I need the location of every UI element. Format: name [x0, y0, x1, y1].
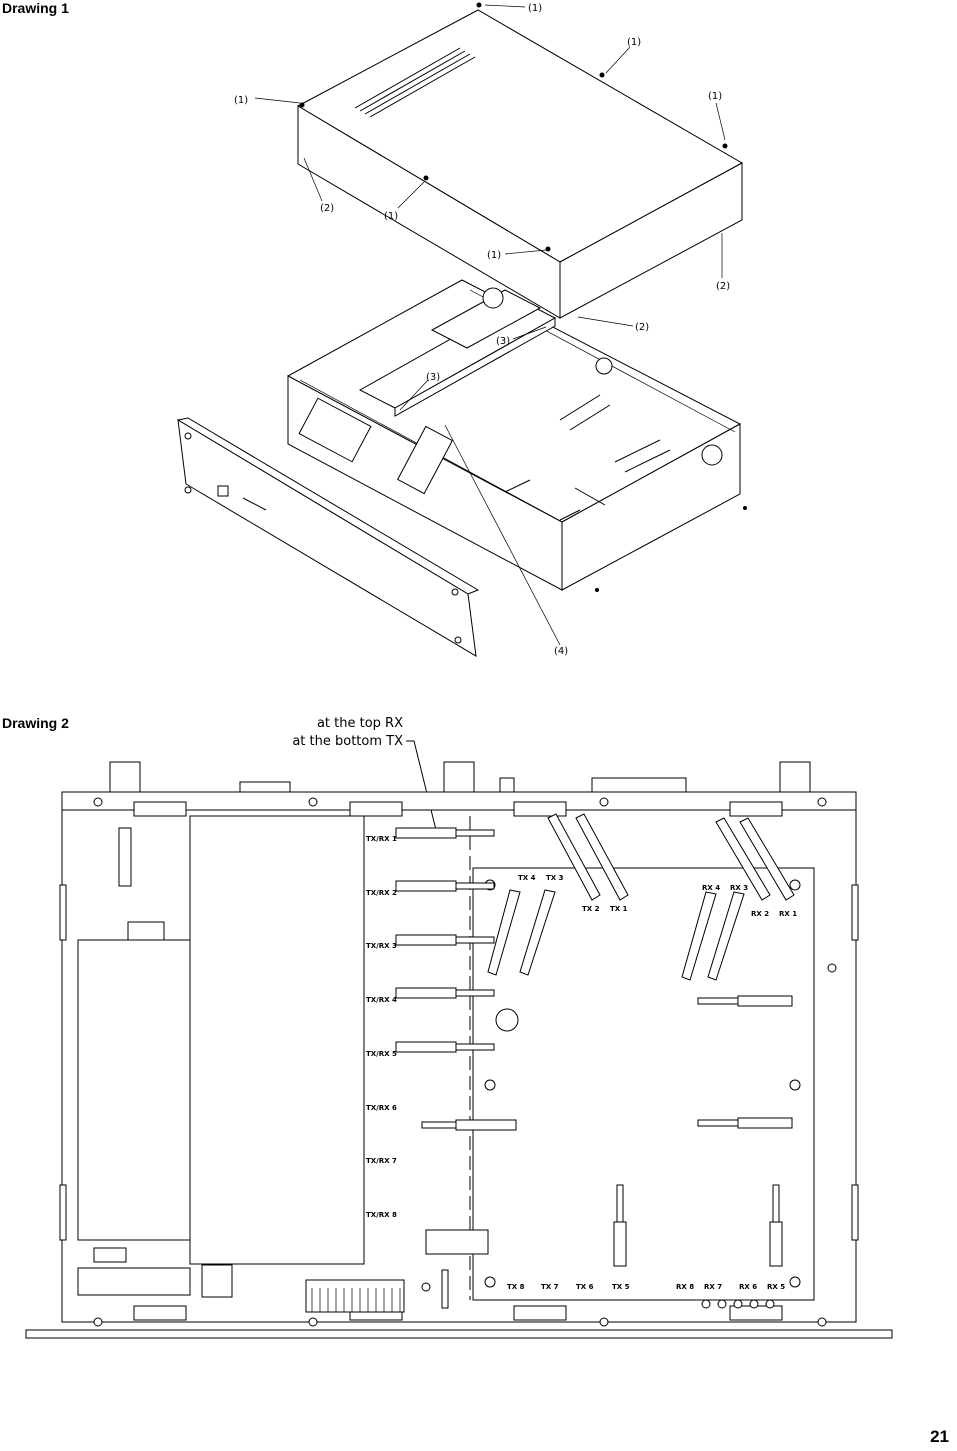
board-label: TX 4 — [518, 874, 536, 882]
chassis-base — [286, 279, 742, 591]
interface-board — [189, 815, 365, 1265]
screw-heads — [93, 797, 837, 1327]
note-bottom-tx: at the bottom TX — [292, 734, 403, 749]
pin-connector — [441, 1269, 449, 1309]
board-label: TX 1 — [610, 905, 628, 913]
board-label: RX 4 — [702, 884, 720, 892]
chassis-outline — [25, 791, 893, 1339]
note-top-rx: at the top RX — [317, 716, 403, 731]
drawing-1-exploded-view: (1) (1) (1) (1) (1) (1) (2) (2) (2) (3) … — [176, 2, 747, 657]
rx-horizontal-connectors — [697, 995, 793, 1129]
callout-label: (2) — [635, 322, 649, 333]
callout-label: (1) — [487, 250, 501, 261]
callout-label: (2) — [716, 281, 730, 292]
port-label: TX/RX 3 — [366, 942, 397, 950]
bottom-feet — [421, 1282, 775, 1309]
ventilation-slots — [354, 47, 476, 118]
diagonal-coax-cables — [487, 813, 795, 981]
port-label: TX/RX 8 — [366, 1211, 397, 1219]
drawing-1-heading: Drawing 1 — [2, 0, 69, 16]
rf-board — [472, 867, 815, 1301]
board-label: TX 8 — [507, 1283, 525, 1291]
callout-label: (1) — [234, 95, 248, 106]
callout-label: (1) — [384, 211, 398, 222]
port-label: TX/RX 7 — [366, 1157, 397, 1165]
board-label: RX 7 — [704, 1283, 722, 1291]
board-label: RX 2 — [751, 910, 769, 918]
rf-board-labels-bottom: TX 8 TX 7 TX 6 TX 5 RX 8 RX 7 RX 6 RX 5 — [507, 1283, 785, 1291]
txrx-cable-connectors — [395, 827, 517, 1131]
callout-label: (1) — [627, 37, 641, 48]
board-label: RX 1 — [779, 910, 797, 918]
board-label: RX 6 — [739, 1283, 757, 1291]
port-label: TX/RX 1 — [366, 835, 397, 843]
page-number: 21 — [930, 1427, 949, 1446]
callout-label: (1) — [528, 3, 542, 14]
board-label: TX 6 — [576, 1283, 594, 1291]
top-rear-connectors — [109, 761, 811, 793]
board-label: TX 2 — [582, 905, 600, 913]
callout-labels: (1) (1) (1) (1) (1) (1) (2) (2) (2) (3) … — [234, 3, 730, 657]
port-label: TX/RX 6 — [366, 1104, 397, 1112]
board-label: TX 7 — [541, 1283, 559, 1291]
callout-label: (2) — [320, 203, 334, 214]
terminal-blocks — [133, 801, 783, 1321]
callout-label: (4) — [554, 646, 568, 657]
housing-cover — [296, 9, 744, 319]
power-supply-area — [77, 827, 233, 1298]
port-label: TX/RX 5 — [366, 1050, 397, 1058]
coax-connectors — [482, 287, 723, 521]
vertical-bottom-connectors — [613, 1184, 783, 1267]
board-label: RX 3 — [730, 884, 748, 892]
drawing-2-heading: Drawing 2 — [2, 715, 69, 731]
port-label: TX/RX 2 — [366, 889, 397, 897]
rf-board-labels-top: TX 4 TX 3 TX 2 TX 1 RX 4 RX 3 RX 2 RX 1 — [518, 874, 797, 918]
heatsink — [305, 1279, 405, 1313]
txrx-port-labels: TX/RX 1 TX/RX 2 TX/RX 3 TX/RX 4 TX/RX 5 … — [366, 835, 397, 1219]
circuit-board-panels — [358, 289, 557, 417]
drawing-2-top-view: at the top RX at the bottom TX — [25, 716, 893, 1339]
callout-leaders — [254, 4, 726, 646]
ribbon-connector — [425, 1229, 489, 1255]
callout-label: (3) — [496, 336, 510, 347]
board-label: TX 3 — [546, 874, 564, 882]
port-label: TX/RX 4 — [366, 996, 397, 1004]
screw-markers — [299, 2, 747, 592]
callout-label: (3) — [426, 372, 440, 383]
board-label: RX 8 — [676, 1283, 694, 1291]
front-panel — [176, 417, 480, 657]
board-label: TX 5 — [612, 1283, 630, 1291]
callout-label: (1) — [708, 91, 722, 102]
board-label: RX 5 — [767, 1283, 785, 1291]
